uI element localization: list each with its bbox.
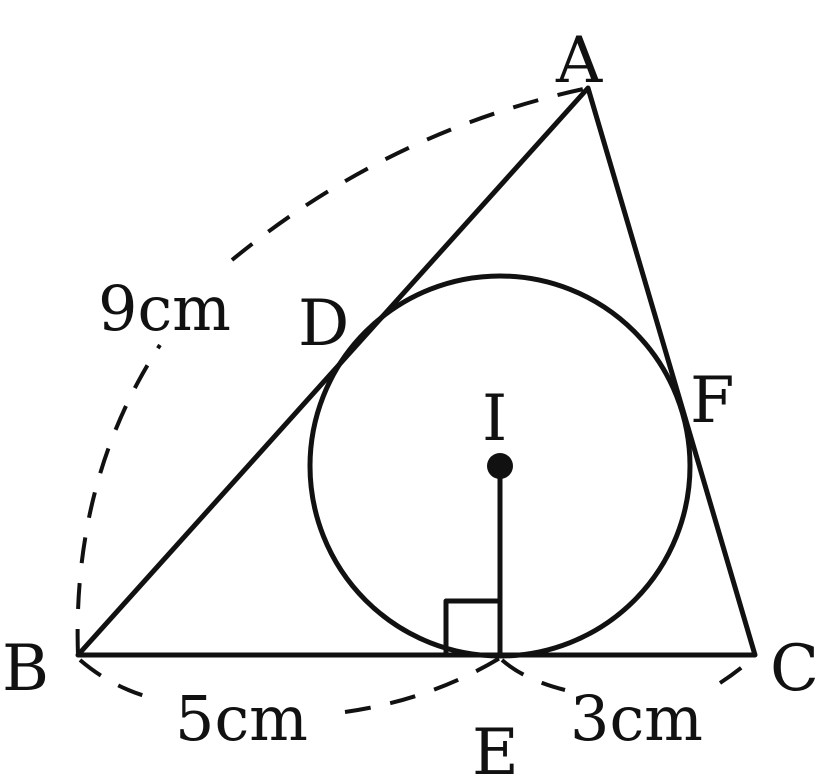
dimension-arc-ec-right [718,654,757,685]
label-point-i: I [482,382,507,456]
label-length-ec: 3cm [570,682,703,755]
label-length-ab: 9cm [98,272,231,345]
dimension-arc-be-left [78,658,161,702]
dimension-arc-ab-upper [230,86,589,262]
right-angle-mark [443,598,503,658]
label-point-d: D [298,287,349,361]
label-point-f: F [690,364,734,438]
label-point-b: B [2,632,49,706]
label-point-a: A [555,24,603,98]
dimension-arc-ec-left [500,658,566,692]
triangle-abc [75,85,758,658]
label-point-c: C [770,632,819,706]
label-length-be: 5cm [175,682,308,755]
incenter-point [487,453,513,479]
dimension-arc-ab-lower [75,343,162,656]
dimension-arc-be-right [344,656,502,714]
label-point-e: E [472,716,519,779]
